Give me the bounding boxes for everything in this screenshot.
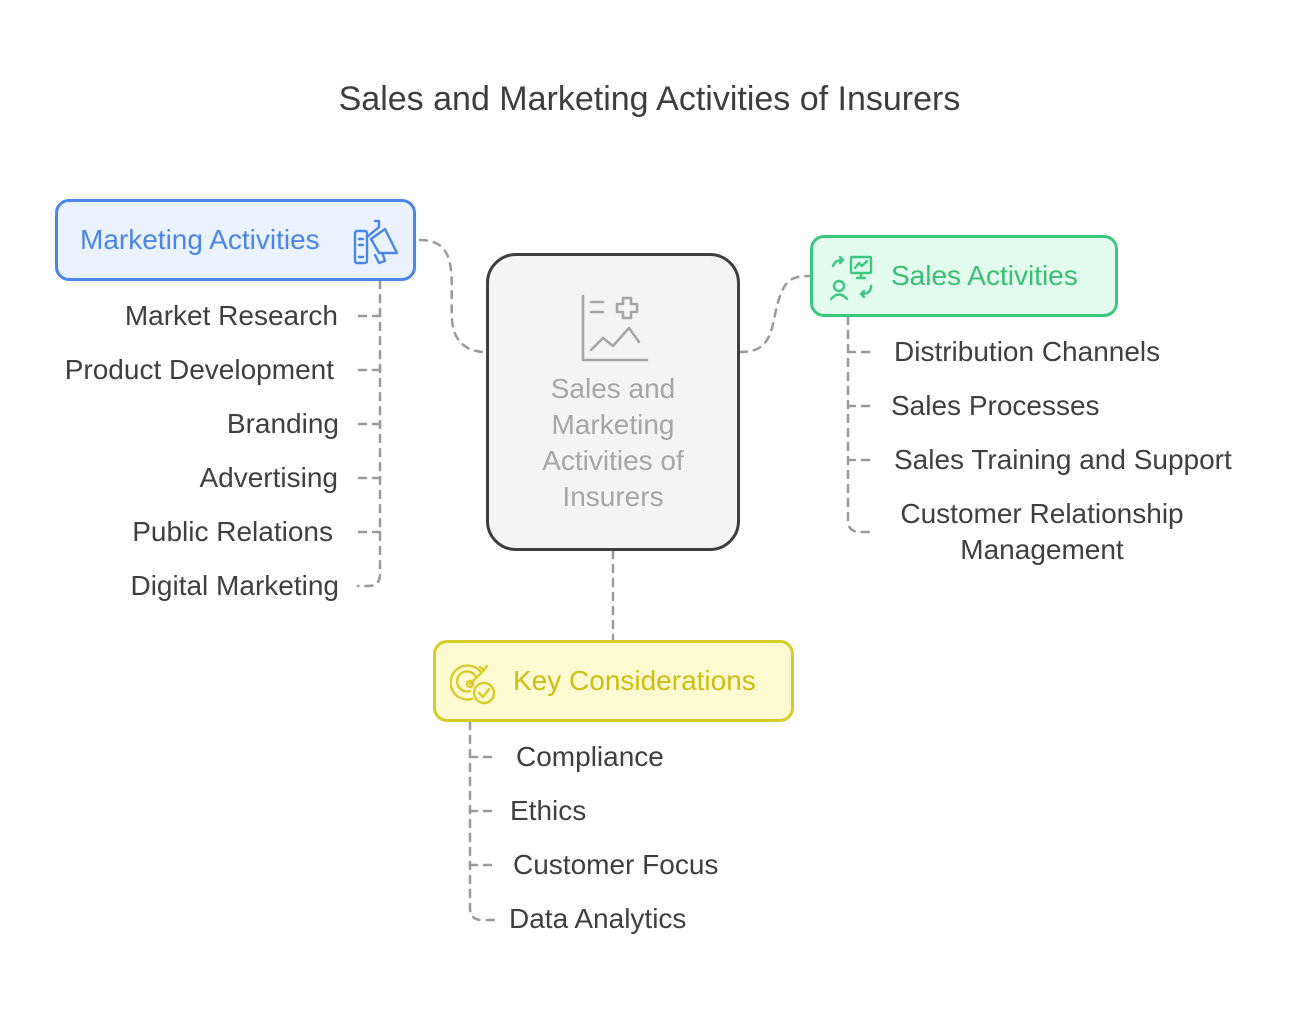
connector-center-sales xyxy=(738,274,812,354)
sales-presentation-icon xyxy=(829,254,877,307)
sales-item-sales-processes: Sales Processes xyxy=(891,390,1100,421)
key-item-customer-focus: Customer Focus xyxy=(513,849,719,880)
sales-item-management: Management xyxy=(960,534,1124,565)
sales-spine xyxy=(846,315,877,534)
marketing-activities-label: Marketing Activities xyxy=(80,224,320,255)
marketing-spine xyxy=(356,279,382,588)
center-line: Insurers xyxy=(562,481,664,512)
center-line: Activities of xyxy=(542,445,684,476)
sales-item-customer-relationship: Customer Relationship xyxy=(900,498,1184,529)
key-item-ethics: Ethics xyxy=(510,795,587,826)
chart-plus-icon xyxy=(577,292,649,369)
sales-item-sales-training-support: Sales Training and Support xyxy=(894,444,1232,475)
key-item-data-analytics: Data Analytics xyxy=(509,903,687,934)
center-topic-text: Sales and Marketing Activities of Insure… xyxy=(489,371,737,515)
connector-center-marketing xyxy=(418,238,488,354)
marketing-item-market-research: Market Research xyxy=(124,300,338,331)
target-check-icon xyxy=(449,659,498,712)
key-item-compliance: Compliance xyxy=(516,741,664,772)
marketing-item-advertising: Advertising xyxy=(199,462,338,493)
marketing-item-product-development: Product Development xyxy=(64,354,334,385)
key-considerations-box: Key Considerations xyxy=(433,640,794,722)
diagram-title: Sales and Marketing Activities of Insure… xyxy=(338,80,961,118)
marketing-item-public-relations: Public Relations xyxy=(132,516,333,547)
center-line: Marketing xyxy=(551,409,675,440)
key-considerations-label: Key Considerations xyxy=(513,665,756,696)
center-line: Sales and xyxy=(550,373,676,404)
sales-activities-label: Sales Activities xyxy=(891,260,1078,291)
marketing-activities-box: Marketing Activities xyxy=(55,199,416,281)
marketing-item-branding: Branding xyxy=(226,408,339,439)
marketing-megaphone-icon xyxy=(351,217,403,272)
key-spine xyxy=(468,720,498,922)
center-topic-box: Sales and Marketing Activities of Insure… xyxy=(486,253,740,551)
sales-item-distribution-channels: Distribution Channels xyxy=(894,336,1161,367)
sales-activities-box: Sales Activities xyxy=(810,235,1118,317)
marketing-item-digital-marketing: Digital Marketing xyxy=(130,570,339,601)
